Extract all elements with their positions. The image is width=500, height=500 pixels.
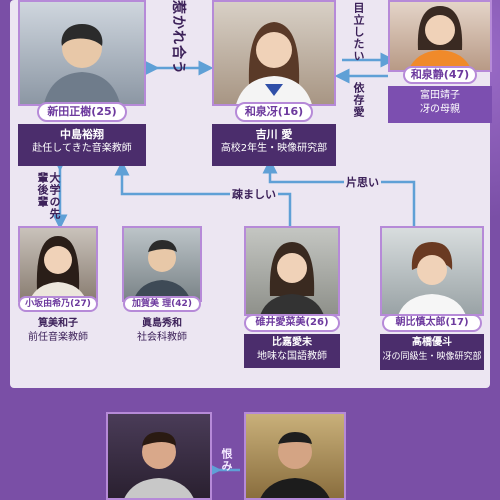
portrait-photo bbox=[380, 226, 484, 316]
portrait-photo bbox=[244, 226, 340, 316]
person-icon bbox=[260, 432, 330, 498]
caption: 髙橋優斗 冴の同級生・映像研究部 bbox=[380, 334, 484, 370]
person-icon bbox=[29, 236, 87, 300]
character-card-usui[interactable]: 碓井愛菜美(26) 比嘉愛未 地味な国語教師 bbox=[244, 226, 340, 368]
role-tag: 朝比慎太郎(17) bbox=[382, 314, 482, 332]
character-card-nitta[interactable]: 新田正樹(25) 中島裕翔 赴任してきた音楽教師 bbox=[18, 0, 146, 166]
label-unpleasant: 疎ましい bbox=[230, 186, 278, 202]
person-icon bbox=[133, 240, 191, 300]
caption: 比嘉愛未 地味な国語教師 bbox=[244, 334, 340, 368]
label-dependency: 依存愛 bbox=[352, 82, 365, 118]
portrait-photo bbox=[106, 412, 212, 500]
role-tag: 和泉静(47) bbox=[403, 66, 477, 84]
caption: 吉川 愛 高校2年生・映像研究部 bbox=[212, 124, 336, 166]
character-desc: 冴の母親 bbox=[420, 104, 460, 115]
line-asahi-sae bbox=[262, 158, 416, 226]
portrait-photo bbox=[388, 0, 492, 72]
person-icon bbox=[43, 24, 121, 104]
actor-name: 吉川 愛 bbox=[255, 128, 293, 141]
actor-name: 比嘉愛未 bbox=[272, 337, 312, 348]
caption: 中島裕翔 赴任してきた音楽教師 bbox=[18, 124, 146, 166]
character-card-asahi[interactable]: 朝比慎太郎(17) 髙橋優斗 冴の同級生・映像研究部 bbox=[380, 226, 484, 370]
person-icon bbox=[408, 6, 472, 70]
character-desc: 前任音楽教師 bbox=[28, 332, 88, 343]
portrait-photo bbox=[18, 0, 146, 106]
actor-name: 眞島秀和 bbox=[142, 318, 182, 329]
actor-name: 髙橋優斗 bbox=[412, 337, 452, 348]
character-desc: 冴の同級生・映像研究部 bbox=[382, 352, 482, 362]
line-usui-nitta bbox=[114, 160, 292, 226]
caption: 筧美和子 前任音楽教師 bbox=[18, 314, 98, 351]
character-card-izumi-shizu[interactable]: 和泉静(47) 富田靖子 冴の母親 bbox=[388, 0, 492, 123]
character-card-izumi-sae[interactable]: 和泉冴(16) 吉川 愛 高校2年生・映像研究部 bbox=[212, 0, 336, 166]
portrait-photo bbox=[244, 412, 346, 500]
person-icon bbox=[260, 242, 324, 314]
character-card-ogasawara[interactable]: 小坂由希乃(27) 筧美和子 前任音楽教師 bbox=[18, 226, 98, 350]
portrait-photo bbox=[122, 226, 202, 302]
character-desc: 高校2年生・映像研究部 bbox=[220, 143, 328, 154]
character-card-bottom-left[interactable] bbox=[106, 412, 212, 500]
label-mother-rel: 目立したい bbox=[352, 2, 365, 62]
caption: 眞島秀和 社会科教師 bbox=[122, 314, 202, 351]
actor-name: 中島裕翔 bbox=[60, 128, 104, 141]
portrait-photo bbox=[18, 226, 98, 302]
character-card-kagami[interactable]: 加賀美 理(42) 眞島秀和 社会科教師 bbox=[122, 226, 202, 350]
person-icon bbox=[124, 432, 194, 498]
character-desc: 赴任してきた音楽教師 bbox=[32, 143, 132, 154]
role-tag: 和泉冴(16) bbox=[235, 102, 313, 122]
role-tag: 加賀美 理(42) bbox=[123, 296, 201, 312]
person-icon bbox=[398, 242, 466, 314]
role-tag: 碓井愛菜美(26) bbox=[244, 314, 340, 332]
person-icon bbox=[236, 22, 312, 104]
character-desc: 地味な国語教師 bbox=[257, 351, 327, 362]
character-desc: 社会科教師 bbox=[137, 332, 187, 343]
portrait-photo bbox=[212, 0, 336, 106]
actor-name: 筧美和子 bbox=[38, 318, 78, 329]
actor-name: 富田靖子 bbox=[420, 90, 460, 101]
role-tag: 小坂由希乃(27) bbox=[18, 296, 98, 312]
role-tag: 新田正樹(25) bbox=[37, 102, 127, 122]
caption: 富田靖子 冴の母親 bbox=[388, 86, 492, 123]
label-senpai: 大学の先輩後輩 bbox=[36, 172, 61, 220]
label-crush: 片思い bbox=[344, 174, 381, 190]
label-grudge: 恨み bbox=[220, 448, 233, 472]
character-card-bottom-right[interactable] bbox=[244, 412, 346, 500]
